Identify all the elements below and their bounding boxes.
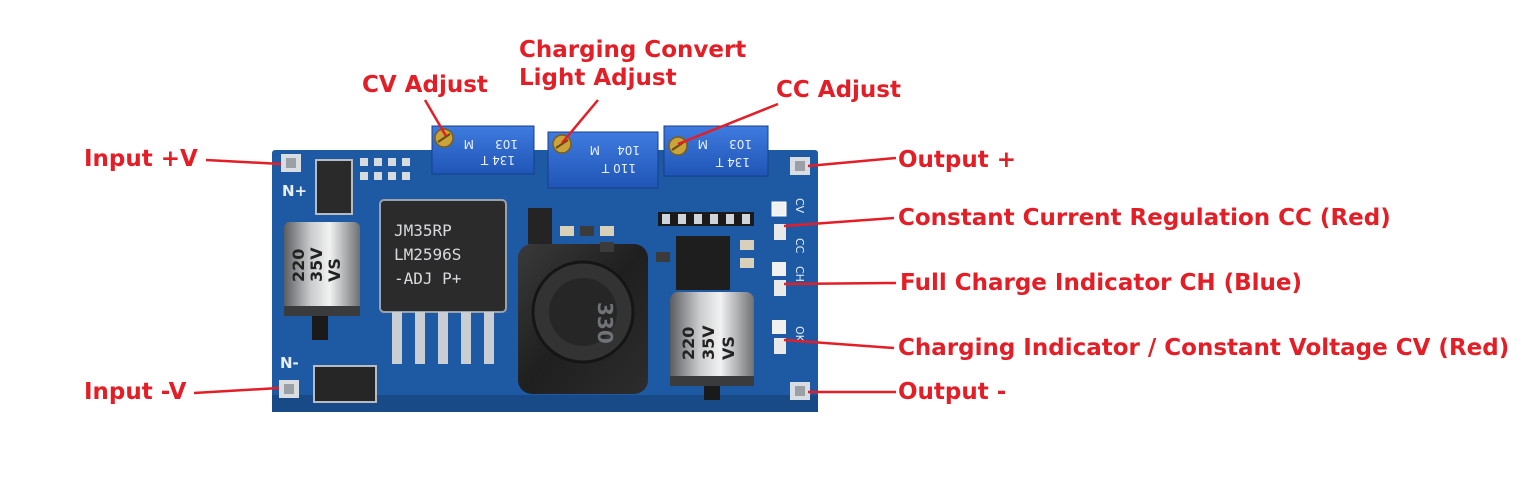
cap-right-value: 220: [679, 327, 698, 360]
inductor: [518, 244, 648, 394]
diode-bottom: [313, 365, 377, 403]
pot-convert-code: 104: [617, 143, 640, 157]
pin-n-minus-label: N-: [280, 354, 299, 372]
pot-cv: [431, 125, 535, 175]
pot-cv-tol: M: [464, 137, 474, 151]
label-cc-adjust: CC Adjust: [776, 77, 901, 103]
label-output-neg: Output -: [898, 379, 1007, 405]
leader-cc-adjust: [677, 102, 779, 146]
led-mark-ch: CH: [793, 266, 806, 282]
leader-cc-regulation: [783, 216, 895, 228]
pot-convert: [547, 131, 659, 189]
ic-line-1: JM35RP: [394, 221, 452, 240]
pin-n-plus-label: N+: [282, 182, 307, 200]
label-charging-convert-line2: Light Adjust: [519, 65, 677, 91]
inductor-value: 330: [593, 302, 617, 344]
leader-full-charge: [783, 281, 897, 286]
led-ch: [772, 262, 786, 296]
leader-charging-indicator: [783, 338, 895, 350]
label-cv-adjust: CV Adjust: [362, 72, 488, 98]
label-input-pos: Input +V: [84, 146, 198, 172]
leader-input-pos: [205, 158, 282, 166]
label-charging-convert: Charging Convert Light Adjust: [519, 36, 746, 92]
pcb-shade: [272, 395, 818, 412]
led-mark-cv: CV: [793, 198, 806, 214]
leader-input-neg: [193, 386, 280, 395]
pad-output-pos: [790, 157, 810, 175]
led-cc-cv: [771, 201, 787, 240]
leader-output-pos: [807, 156, 897, 168]
pot-convert-tol: M: [590, 143, 600, 157]
cap-right-series: VS: [719, 336, 738, 360]
led-mark-cc: CC: [793, 238, 806, 254]
pot-convert-model: 110 T: [601, 161, 636, 175]
pot-cc-model: 134 T: [715, 155, 750, 169]
pad-input-pos: [281, 154, 301, 172]
led-mark-ok: OK: [793, 326, 806, 343]
pad-input-neg: [279, 380, 299, 398]
pot-cc: [663, 125, 769, 177]
pot-cc-code: 103: [729, 137, 752, 151]
cap-left-value: 220: [289, 249, 308, 282]
ic-line-3: -ADJ P+: [394, 269, 461, 288]
label-charging-indicator: Charging Indicator / Constant Voltage CV…: [898, 335, 1510, 361]
leader-charging-convert: [561, 99, 599, 144]
cap-left-series: VS: [325, 258, 344, 282]
pad-output-neg: [790, 382, 810, 400]
label-full-charge: Full Charge Indicator CH (Blue): [900, 270, 1303, 296]
smd-components: [528, 208, 754, 290]
label-charging-convert-line1: Charging Convert: [519, 37, 747, 63]
label-input-neg: Input -V: [84, 379, 187, 405]
pot-cc-tol: M: [698, 137, 708, 151]
cap-left-voltage: 35V: [307, 247, 326, 282]
capacitor-right: [670, 292, 754, 400]
cap-right-voltage: 35V: [699, 325, 718, 360]
pot-cv-code: 103: [495, 137, 518, 151]
regulator-ic: [379, 199, 507, 364]
capacitor-left: [284, 222, 360, 340]
leader-cv-adjust: [423, 99, 448, 137]
label-output-pos: Output +: [898, 147, 1017, 173]
pin-header-top: [360, 158, 410, 180]
pot-cv-model: 134 T: [480, 153, 515, 167]
led-ok: [772, 320, 786, 354]
ic-line-2: LM2596S: [394, 245, 461, 264]
label-cc-regulation: Constant Current Regulation CC (Red): [898, 205, 1391, 231]
diode-top: [315, 159, 353, 215]
